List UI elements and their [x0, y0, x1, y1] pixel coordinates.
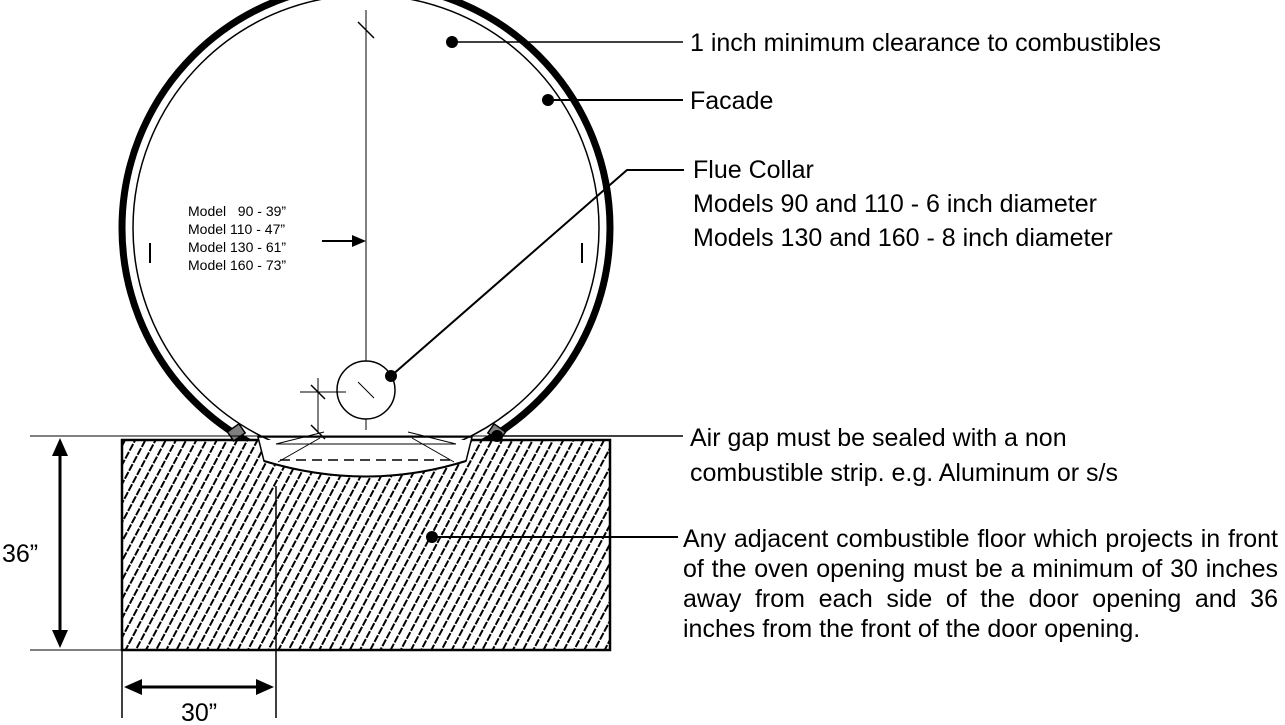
flue-height-tick-bottom — [310, 424, 326, 440]
width-arrow-right — [256, 679, 274, 695]
clearance-leader-dot — [446, 36, 458, 48]
door-opening-diagonal-left — [275, 431, 325, 445]
depth-arrow-top — [52, 438, 68, 456]
air-gap-line-2: combustible strip. e.g. Aluminum or s/s — [690, 459, 1118, 487]
flue-height-tick-top — [310, 384, 326, 400]
oven-facade-ring — [118, 0, 614, 440]
model-size-130: Model 130 - 61” — [188, 239, 286, 255]
air-gap-line-1: Air gap must be sealed with a non — [690, 424, 1067, 452]
oven-inner-ring — [132, 0, 600, 440]
facade-label: Facade — [690, 87, 773, 115]
door-opening-diagonal-right — [407, 431, 457, 445]
flue-collar-leader-dot — [385, 370, 397, 382]
width-arrow-left — [124, 679, 142, 695]
flue-collar-line-2: Models 130 and 160 - 8 inch diameter — [693, 224, 1113, 252]
facade-leader-dot — [542, 94, 554, 106]
model-size-90: Model 90 - 39” — [188, 203, 286, 219]
floor-leader-dot — [426, 531, 438, 543]
air-gap-leader-dot — [491, 430, 503, 442]
diameter-tick-top — [357, 21, 375, 39]
flue-collar-leader-line — [390, 169, 684, 377]
combustible-floor-note: Any adjacent combustible floor which pro… — [683, 525, 1278, 643]
flue-collar-center-tick — [357, 381, 375, 399]
depth-dimension-label: 36” — [2, 540, 38, 568]
width-dimension-label: 30” — [181, 699, 217, 725]
model-size-110: Model 110 - 47” — [188, 221, 285, 237]
door-opening-arc — [263, 460, 467, 478]
flue-collar-title: Flue Collar — [693, 156, 814, 184]
door-opening-diagonal-right-lower — [411, 437, 455, 463]
clearance-label: 1 inch minimum clearance to combustibles — [690, 29, 1161, 57]
model-size-160: Model 160 - 73” — [188, 257, 286, 273]
door-opening-diagonal-left-lower — [277, 437, 321, 463]
depth-arrow-bottom — [52, 630, 68, 648]
flue-collar-line-1: Models 90 and 110 - 6 inch diameter — [693, 190, 1097, 218]
model-list-arrow-head — [352, 235, 366, 247]
